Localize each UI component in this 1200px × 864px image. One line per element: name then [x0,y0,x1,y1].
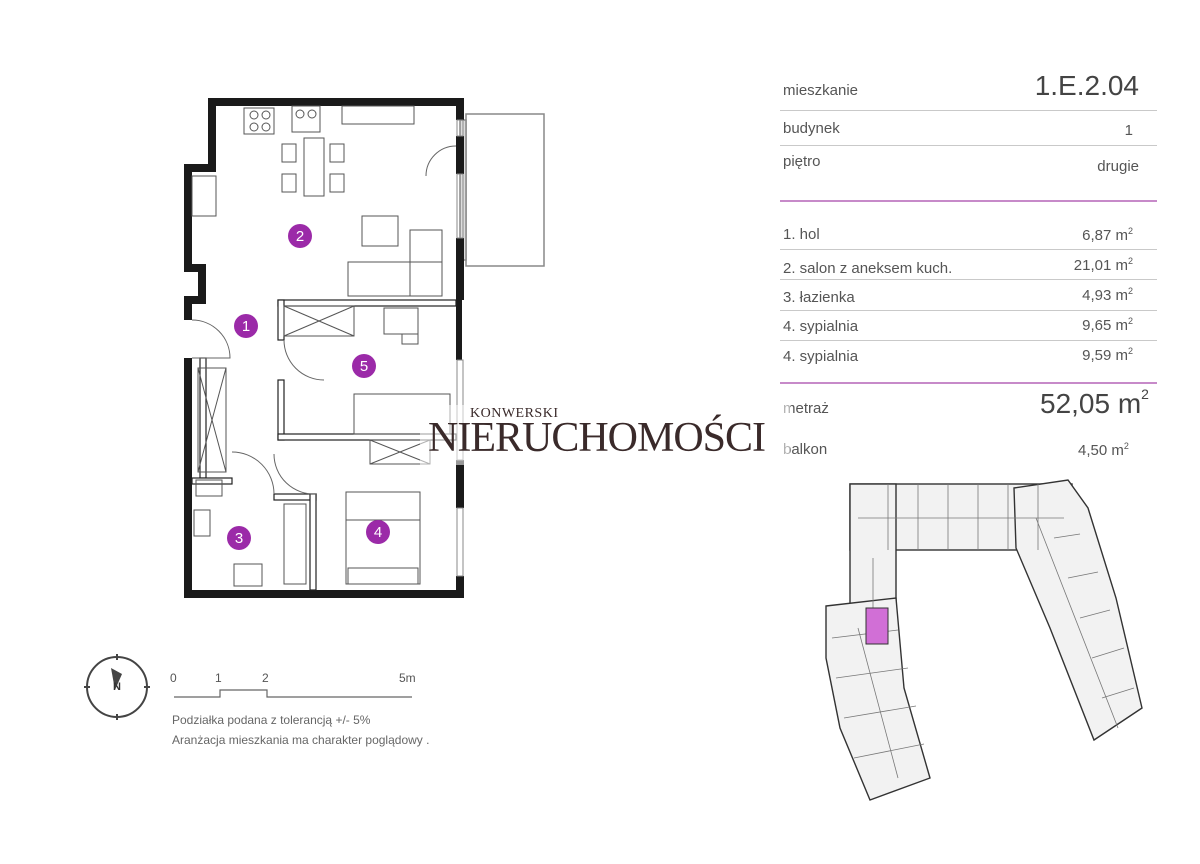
scale-note: Podziałka podana z tolerancją +/- 5% [172,713,371,727]
room-name: 3. łazienka [783,289,855,306]
building-key-plan [825,479,1143,801]
room-area: 6,87 m2 [1082,226,1133,244]
room-area: 9,65 m2 [1082,316,1133,334]
watermark-logo: NIERUCHOMOŚCI [428,415,766,461]
floor-plan: 1 2 3 4 5 [184,98,545,598]
scale-tick-1: 1 [215,671,222,685]
doors [191,145,457,495]
balcony [459,113,545,267]
building-row: budynek 1 [780,110,1157,146]
scale-tick-0: 0 [170,671,177,685]
divider-bottom [780,382,1157,384]
room-area: 4,93 m2 [1082,286,1133,304]
furniture [191,105,451,587]
compass-label: N [113,681,121,693]
outer-walls [184,98,464,598]
floor-row: piętro drugie [780,145,1157,200]
balcony-label: balkon [783,441,828,458]
room-name: 4. sypialnia [783,348,859,365]
total-area-value: 52,05 m2 [1040,386,1149,419]
room-marker-3 [227,526,251,550]
apartment-number: 1.E.2.04 [1034,70,1139,101]
scale-bar [174,689,412,698]
room-row: 2. salon z aneksem kuch. 21,01 m2 [780,249,1157,280]
highlighted-apartment [865,607,889,645]
compass: N [84,654,150,720]
inner-walls [191,299,457,591]
room-row: 1. hol 6,87 m2 [780,219,1157,250]
room-label-2: 2 [296,228,304,245]
room-labels: 1 2 3 4 5 [227,224,390,550]
watermark-small: KONWERSKI [470,406,559,421]
balcony-value: 4,50 m2 [1078,441,1129,459]
compass-arrow-icon [111,668,122,690]
room-label-4: 4 [374,524,382,541]
room-area: 9,59 m2 [1082,346,1133,364]
room-label-1: 1 [242,318,250,335]
building-value: 1 [1124,122,1133,139]
apartment-row: mieszkanie 1.E.2.04 [780,70,1157,111]
room-label-5: 5 [360,358,368,375]
total-area-label: metraż [783,400,829,417]
room-row: 4. sypialnia 9,65 m2 [780,310,1157,341]
room-marker-2 [288,224,312,248]
room-marker-1 [234,314,258,338]
room-name: 4. sypialnia [783,318,859,335]
scale-tick-2: 2 [262,671,269,685]
room-name: 2. salon z aneksem kuch. [783,260,953,277]
floor-value: drugie [1097,158,1139,175]
watermark-backdrop [420,405,790,465]
room-marker-4 [366,520,390,544]
apartment-label: mieszkanie [783,82,859,99]
floor-label: piętro [783,153,821,170]
room-row: 4. sypialnia 9,59 m2 [780,340,1157,380]
room-name: 1. hol [783,226,820,243]
room-row: 3. łazienka 4,93 m2 [780,279,1157,311]
room-area: 21,01 m2 [1073,256,1133,274]
scale-tick-5m: 5m [399,671,416,685]
room-marker-5 [352,354,376,378]
building-label: budynek [783,120,840,137]
divider-top [780,200,1157,202]
room-label-3: 3 [235,530,243,547]
arrangement-note: Aranżacja mieszkania ma charakter pogląd… [172,733,430,747]
